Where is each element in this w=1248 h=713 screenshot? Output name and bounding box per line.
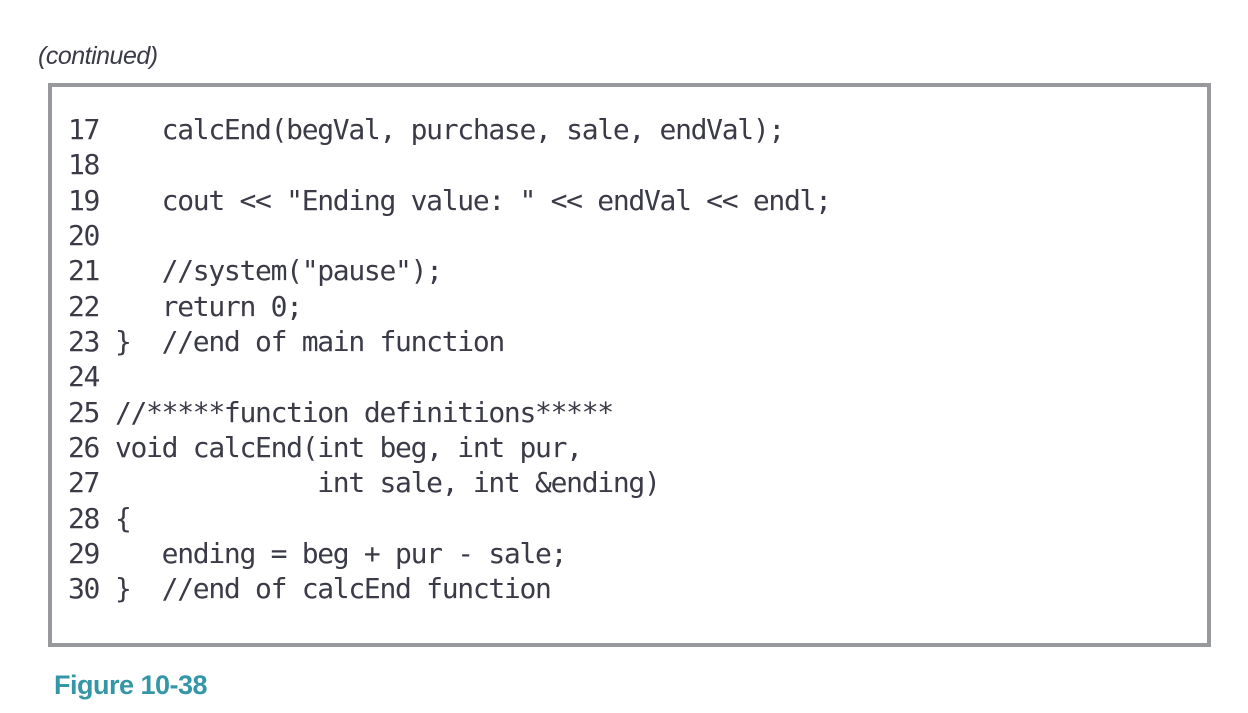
line-code: void calcEnd(int beg, int pur, <box>115 431 583 465</box>
code-line: 18 <box>68 147 1195 182</box>
line-code: int sale, int &ending) <box>115 466 661 500</box>
code-line: 22 return 0; <box>68 289 1195 324</box>
line-number: 21 <box>68 254 100 288</box>
line-number: 24 <box>68 360 100 394</box>
code-line: 29 ending = beg + pur - sale; <box>68 536 1195 571</box>
line-number: 23 <box>68 325 100 359</box>
line-code: } //end of calcEnd function <box>115 572 552 606</box>
line-number: 19 <box>68 183 100 217</box>
line-number: 30 <box>68 572 100 606</box>
code-line: 21 //system("pause"); <box>68 253 1195 288</box>
line-code: //*****function definitions***** <box>115 395 614 429</box>
code-line: 24 <box>68 359 1195 394</box>
continued-label: (continued) <box>38 42 158 70</box>
code-line: 17 calcEnd(begVal, purchase, sale, endVa… <box>68 112 1195 147</box>
code-line: 30 } //end of calcEnd function <box>68 571 1195 606</box>
line-number: 26 <box>68 431 100 465</box>
line-number: 17 <box>68 113 100 146</box>
code-listing-box: 17 calcEnd(begVal, purchase, sale, endVa… <box>48 83 1211 647</box>
code-line: 27 int sale, int &ending) <box>68 465 1195 500</box>
line-code: { <box>115 501 132 535</box>
line-code: } //end of main function <box>115 325 505 359</box>
figure-caption: Figure 10-38 <box>54 670 208 700</box>
line-code: //system("pause"); <box>115 254 443 288</box>
code-line: 26 void calcEnd(int beg, int pur, <box>68 430 1195 465</box>
line-code: return 0; <box>115 289 303 323</box>
code-line: 19 cout << "Ending value: " << endVal <<… <box>68 183 1195 218</box>
line-code: calcEnd(begVal, purchase, sale, endVal); <box>115 113 786 146</box>
line-number: 18 <box>68 148 100 182</box>
line-code: ending = beg + pur - sale; <box>115 537 568 571</box>
code-line: 23 } //end of main function <box>68 324 1195 359</box>
code-line: 20 <box>68 218 1195 253</box>
line-number: 28 <box>68 501 100 535</box>
code-line: 25 //*****function definitions***** <box>68 395 1195 430</box>
line-number: 25 <box>68 395 100 429</box>
line-number: 29 <box>68 537 100 571</box>
line-code: cout << "Ending value: " << endVal << en… <box>115 183 832 217</box>
code-line: 28 { <box>68 501 1195 536</box>
line-number: 20 <box>68 219 100 253</box>
line-number: 27 <box>68 466 100 500</box>
line-number: 22 <box>68 289 100 323</box>
